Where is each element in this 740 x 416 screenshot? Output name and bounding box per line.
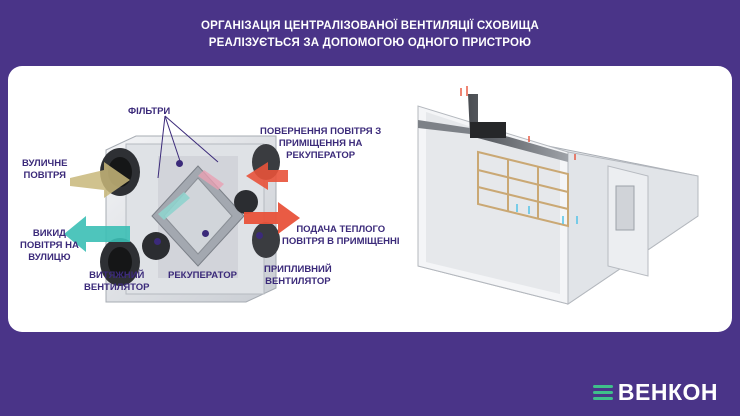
outdoor-air-label: ВУЛИЧНЕ ПОВІТРЯ <box>22 158 68 181</box>
return-air-arrow <box>246 162 288 190</box>
supply-fan-label: ПРИПЛИВНИЙ ВЕНТИЛЯТОР <box>264 264 332 287</box>
exhaust-air-label: ВИКИД ПОВІТРЯ НА ВУЛИЦЮ <box>20 228 79 263</box>
inner-warm-arrow <box>198 170 224 190</box>
brand-mark-icon <box>592 382 613 404</box>
outdoor-air-arrow <box>70 162 130 198</box>
brand-logo: ВЕНКОН <box>592 379 718 406</box>
recuperator-illustration <box>64 86 699 305</box>
title-line-1: ОРГАНІЗАЦІЯ ЦЕНТРАЛІЗОВАНОЇ ВЕНТИЛЯЦІЇ С… <box>200 20 540 32</box>
exhaust-fan-label: ВИТЯЖНИЙ ВЕНТИЛЯТОР <box>84 270 150 293</box>
supply-air-label: ПОДАЧА ТЕПЛОГО ПОВІТРЯ В ПРИМІЩЕННІ <box>282 224 400 247</box>
return-air-label: ПОВЕРНЕННЯ ПОВІТРЯ З ПРИМІЩЕННЯ НА РЕКУП… <box>260 126 382 161</box>
inner-cold-arrow <box>158 192 190 220</box>
recuperator-marker-dot <box>202 230 209 237</box>
supply-fan-marker-dot <box>256 232 263 239</box>
recuperator-label: РЕКУПЕРАТОР <box>168 270 237 281</box>
filter-marker-dot <box>176 160 183 167</box>
illustration-panel: ФІЛЬТРИ ВУЛИЧНЕ ПОВІТРЯ ВИКИД ПОВІТРЯ НА… <box>8 66 732 332</box>
page-title: ОРГАНІЗАЦІЯ ЦЕНТРАЛІЗОВАНОЇ ВЕНТИЛЯЦІЇ С… <box>0 18 740 52</box>
exhaust-arrow <box>64 216 130 252</box>
exhaust-fan-marker-dot <box>154 238 161 245</box>
brand-name: ВЕНКОН <box>617 379 718 405</box>
vault-room-illustration <box>417 86 699 305</box>
filters-pointer-lines <box>157 115 219 179</box>
filters-label: ФІЛЬТРИ <box>128 106 171 117</box>
title-line-2: РЕАЛІЗУЄТЬСЯ ЗА ДОПОМОГОЮ ОДНОГО ПРИСТРО… <box>208 37 532 49</box>
supply-air-arrow <box>244 202 300 234</box>
recuperator-unit <box>100 135 280 303</box>
